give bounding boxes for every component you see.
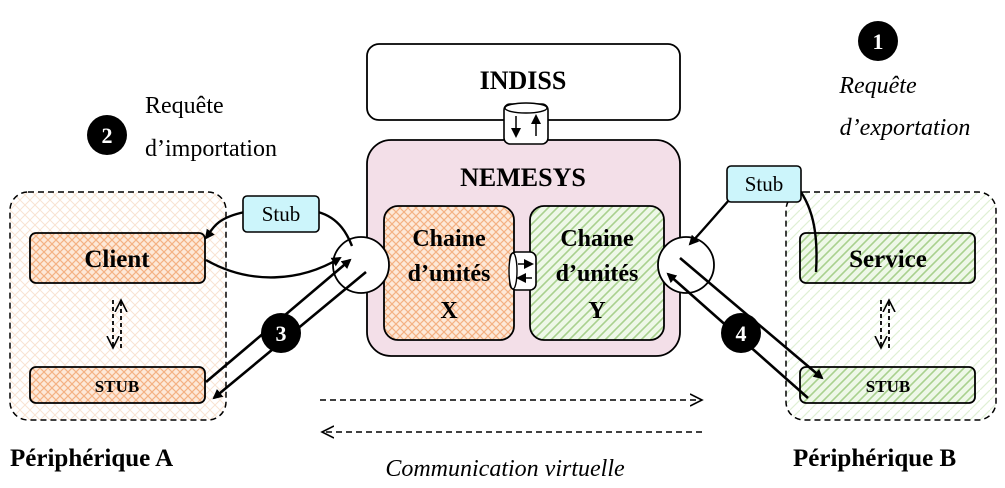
stub-b-label: STUB — [866, 377, 910, 396]
step-1-label-line1: Requête — [838, 73, 917, 99]
service-box: Service — [799, 232, 976, 284]
indiss-label: INDISS — [480, 66, 567, 95]
indiss-nemesys-connector-icon — [503, 102, 549, 145]
stub-box-a: STUB — [29, 366, 206, 404]
step-1-label-line2: d’exportation — [840, 115, 971, 141]
indiss-box: INDISS — [366, 43, 681, 121]
nemesys-box: NEMESYS Chaine d’unités X Chaine d’unité… — [366, 139, 681, 357]
stub-tag-b-label: Stub — [745, 172, 784, 196]
client-label: Client — [84, 246, 150, 273]
virtual-communication-label: Communication virtuelle — [385, 456, 625, 482]
stub-tag-a: Stub — [204, 195, 354, 279]
chain-x-line1: Chaine — [412, 226, 486, 252]
chain-x-line3: X — [440, 298, 458, 324]
client-box: Client — [29, 232, 206, 284]
step-1-number: 1 — [873, 29, 884, 54]
peripheral-a: Client STUB Périphérique A — [9, 191, 227, 472]
local-link-b — [881, 300, 889, 348]
service-label: Service — [849, 246, 927, 273]
peripheral-b: Service STUB Périphérique B — [785, 191, 997, 472]
stub-tag-b: Stub — [688, 165, 818, 273]
step-2-label-line2: d’importation — [145, 136, 277, 162]
step-4-number: 4 — [736, 321, 747, 346]
chain-y-line3: Y — [588, 298, 605, 324]
port-b-circle — [657, 236, 715, 294]
chain-y-line2: d’unités — [556, 261, 639, 287]
step-2-number: 2 — [102, 123, 113, 148]
virtual-communication: Communication virtuelle — [320, 400, 702, 482]
local-link-a — [113, 300, 121, 348]
chain-y-box: Chaine d’unités Y — [529, 205, 665, 341]
nemesys-label: NEMESYS — [460, 163, 586, 192]
step-3-badge: 3 — [261, 313, 301, 353]
chain-y-line1: Chaine — [560, 226, 634, 252]
step-3-number: 3 — [276, 321, 287, 346]
step-2-badge: 2 — [87, 115, 127, 155]
port-a-circle — [332, 236, 390, 294]
chain-x-line2: d’unités — [408, 261, 491, 287]
step-1-badge: 1 — [858, 21, 898, 61]
step-2-label-line1: Requête — [145, 93, 224, 119]
step-4-badge: 4 — [721, 313, 761, 353]
chain-x-box: Chaine d’unités X — [383, 205, 515, 341]
peripheral-b-label: Périphérique B — [793, 445, 956, 472]
stub-a-label: STUB — [95, 377, 139, 396]
stub-tag-a-label: Stub — [262, 202, 301, 226]
stub-box-b: STUB — [799, 366, 976, 404]
peripheral-a-label: Périphérique A — [10, 445, 173, 472]
chain-connector-icon — [508, 251, 537, 291]
